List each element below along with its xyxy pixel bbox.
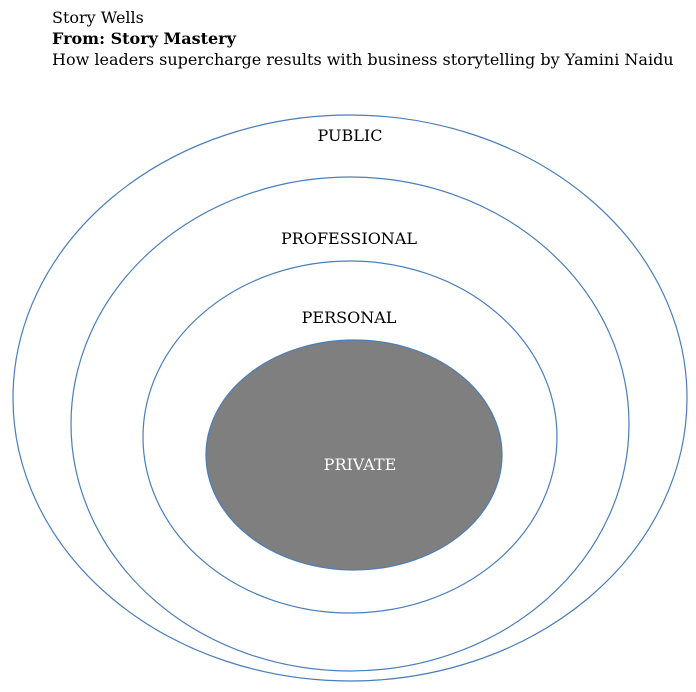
- subtitle: How leaders supercharge results with bus…: [52, 50, 674, 69]
- ring-public: [12, 114, 688, 682]
- label-private: PRIVATE: [324, 455, 397, 474]
- label-public: PUBLIC: [318, 126, 383, 145]
- ring-professional: [70, 176, 630, 672]
- header: Story Wells From: Story Mastery How lead…: [52, 7, 674, 70]
- page-title: Story Wells: [52, 8, 144, 27]
- core-private: [205, 339, 503, 571]
- source-line: From: Story Mastery: [52, 29, 236, 48]
- label-personal: PERSONAL: [302, 308, 397, 327]
- ring-personal: [142, 260, 558, 614]
- label-professional: PROFESSIONAL: [281, 229, 417, 248]
